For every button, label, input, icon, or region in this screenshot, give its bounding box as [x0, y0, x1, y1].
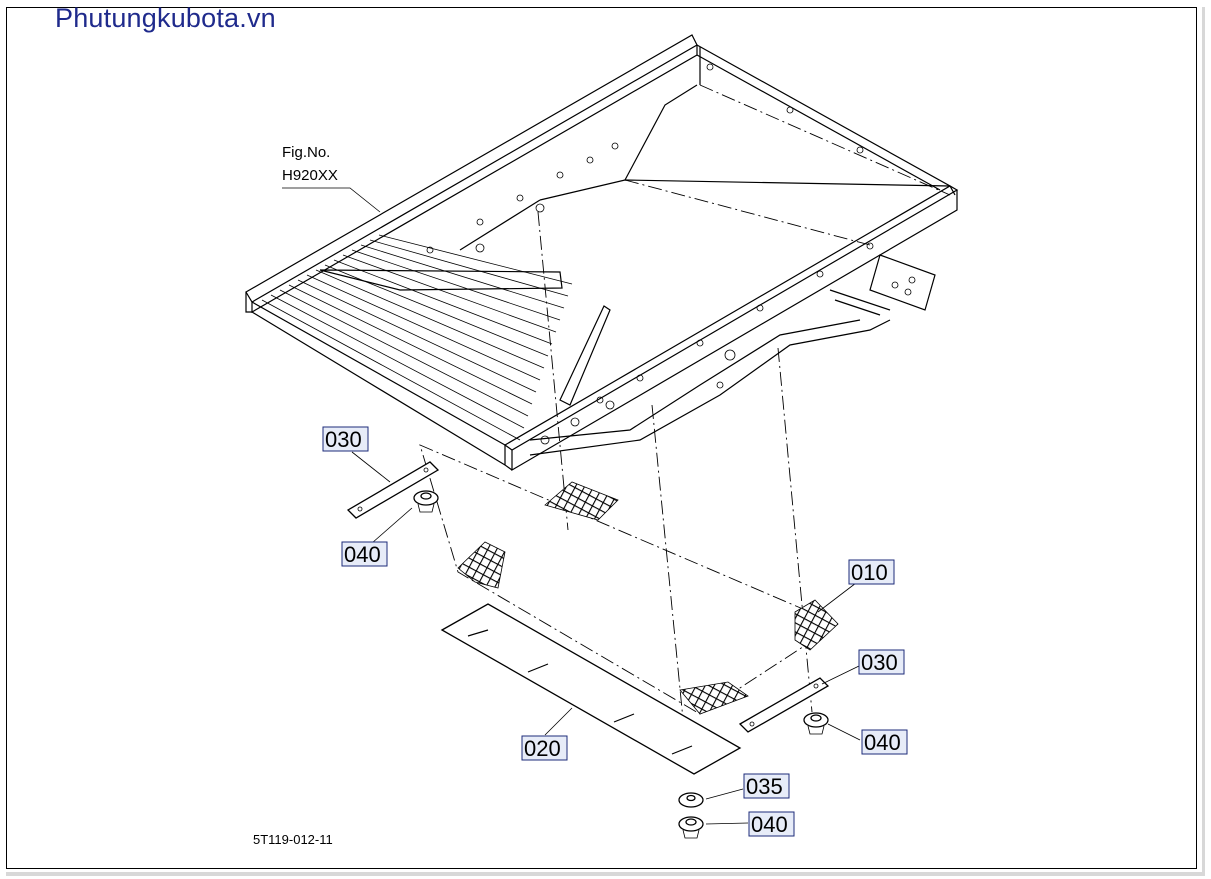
callout-040-bottom[interactable]: 040	[748, 811, 795, 837]
grating-slat	[288, 284, 533, 405]
rubber-mount-bottom	[678, 816, 704, 839]
strap-left	[346, 461, 440, 519]
callout-010[interactable]: 010	[848, 559, 895, 585]
callout-text: 040	[344, 542, 381, 567]
callout-030-left[interactable]: 030	[322, 426, 369, 452]
fig-label-line2: H920XX	[282, 167, 338, 184]
callout-030-right[interactable]: 030	[858, 649, 905, 675]
drawing-number: 5T119-012-11	[253, 832, 333, 847]
grating-slat	[333, 259, 553, 345]
grating-slat	[342, 254, 557, 333]
grating-slat	[369, 239, 569, 297]
callout-020[interactable]: 020	[521, 735, 568, 761]
callout-text: 035	[746, 774, 783, 799]
callout-text: 030	[861, 650, 898, 675]
grating-slat	[297, 279, 537, 393]
callout-035[interactable]: 035	[743, 773, 790, 799]
slat-grating	[261, 234, 573, 441]
callout-040-left[interactable]: 040	[341, 541, 388, 567]
frame-shadow-bottom	[6, 872, 1205, 876]
grating-slat	[378, 234, 573, 285]
grating-slat	[360, 244, 565, 309]
callout-040-right[interactable]: 040	[861, 729, 908, 755]
frame-shadow-right	[1202, 7, 1205, 873]
grating-slat	[270, 294, 525, 429]
rubber-mount-right	[803, 712, 829, 735]
callout-text: 040	[751, 812, 788, 837]
rubber-mount-left	[413, 490, 439, 513]
assembly-lines	[537, 211, 813, 771]
callout-text: 010	[851, 560, 888, 585]
leader-lines	[351, 451, 861, 825]
grating-slat	[306, 274, 541, 381]
chassis-frame	[245, 34, 959, 472]
drawing-frame	[6, 7, 1197, 869]
callout-text: 040	[864, 730, 901, 755]
spacer-washer	[678, 792, 704, 808]
grating-slat	[351, 249, 561, 321]
callout-text: 020	[524, 736, 561, 761]
grating-slat	[315, 269, 545, 369]
watermark: Phutungkubota.vn	[55, 3, 276, 33]
frame-braces	[319, 269, 611, 406]
strap-right	[738, 677, 830, 733]
fig-label-line1: Fig.No.	[282, 144, 330, 161]
mesh-screen-panel	[419, 444, 839, 715]
grating-slat	[279, 289, 529, 417]
grating-slat	[261, 299, 521, 441]
cover-plate	[440, 603, 742, 775]
callout-text: 030	[325, 427, 362, 452]
